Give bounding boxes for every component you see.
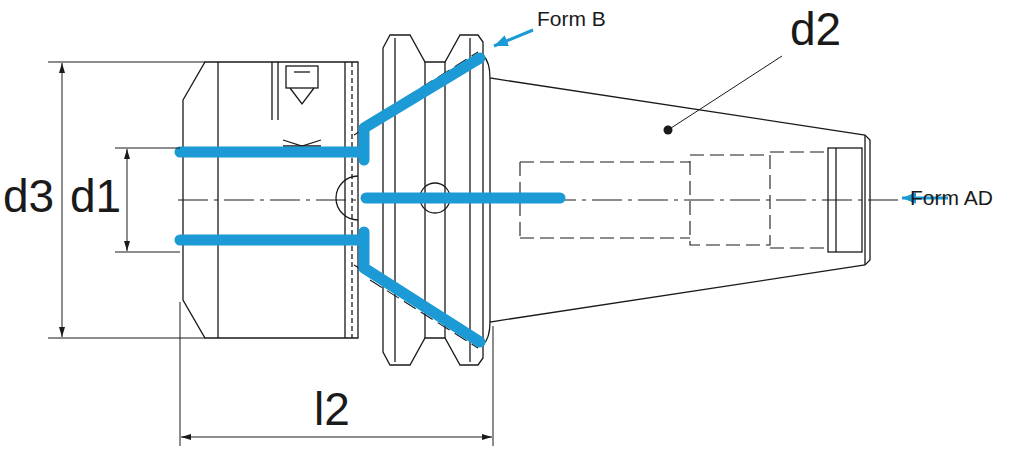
dimension-label: d3 bbox=[3, 173, 54, 219]
dimension-label: l2 bbox=[314, 386, 350, 432]
form-label: Form AD bbox=[910, 187, 993, 208]
dimension-lines bbox=[48, 56, 782, 446]
dimension-label: d1 bbox=[70, 173, 121, 219]
form-label: Form B bbox=[537, 8, 606, 29]
coolant-channel bbox=[180, 58, 560, 342]
form-b-arrow bbox=[494, 30, 533, 46]
dimension-label: d2 bbox=[790, 6, 841, 52]
leader-dot bbox=[664, 126, 673, 135]
